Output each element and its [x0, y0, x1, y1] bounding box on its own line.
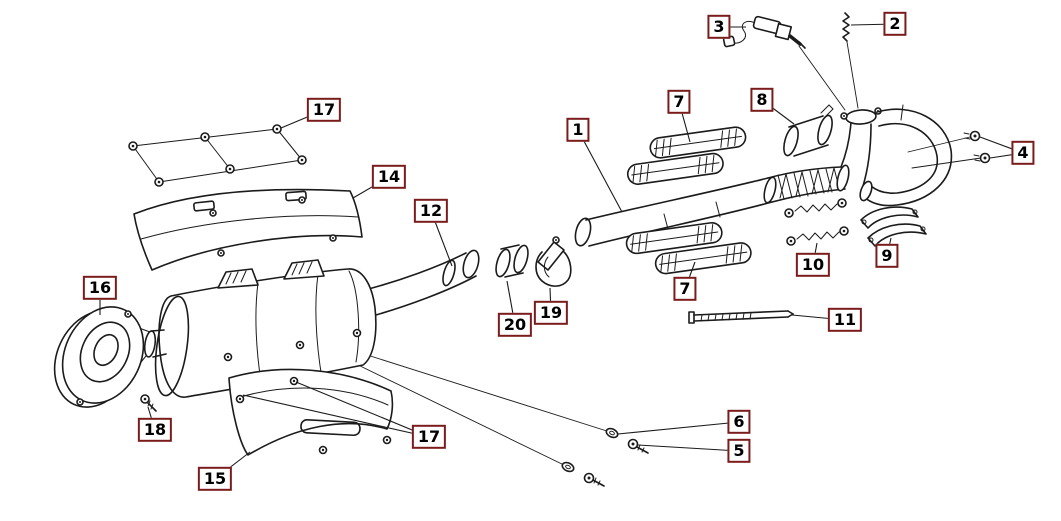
front-pipe-1-drawing — [574, 164, 850, 247]
bolt-18-drawing — [140, 394, 157, 412]
part-callout-12[interactable]: 12 — [413, 198, 449, 224]
part-callout-3[interactable]: 3 — [707, 14, 731, 40]
clamp-8-drawing — [783, 104, 834, 157]
part-callout-16[interactable]: 16 — [82, 275, 118, 301]
part-callout-5[interactable]: 5 — [727, 438, 751, 464]
part-callout-6[interactable]: 6 — [727, 409, 751, 435]
leader-line-callout-1 — [577, 129, 623, 213]
spring-bolts-10-drawing — [784, 198, 849, 246]
part-callout-20[interactable]: 20 — [497, 312, 533, 338]
muffler-inlet-pipe-12-drawing — [360, 249, 480, 318]
heat-shield-14-drawing — [133, 188, 363, 271]
hardware-set-17-top-drawing — [128, 124, 307, 187]
gasket-20-drawing — [495, 244, 529, 278]
part-callout-10[interactable]: 10 — [795, 252, 831, 278]
part-callout-17a[interactable]: 17 — [306, 97, 342, 123]
clamp-9-drawing — [860, 206, 927, 247]
part-callout-18[interactable]: 18 — [137, 417, 173, 443]
part-callout-17b[interactable]: 17 — [411, 424, 447, 450]
heat-shield-15-drawing — [228, 368, 394, 456]
part-callout-2[interactable]: 2 — [883, 11, 907, 37]
part-callout-19[interactable]: 19 — [533, 300, 569, 326]
part-callout-7b[interactable]: 7 — [673, 276, 697, 302]
part-callout-7a[interactable]: 7 — [667, 89, 691, 115]
oxygen-sensor-3-drawing — [722, 15, 806, 49]
flange-bolts-4-drawing — [963, 130, 991, 164]
pipe-shield-7-upper-drawing — [626, 126, 747, 185]
header-pipe-drawing — [840, 104, 953, 207]
part-callout-8[interactable]: 8 — [750, 87, 774, 113]
leader-line-callout-17b — [295, 381, 430, 438]
pipe-shield-7-lower-drawing — [625, 221, 752, 275]
spring-2-drawing — [842, 12, 850, 42]
part-callout-11[interactable]: 11 — [827, 307, 863, 333]
clamp-19-drawing — [535, 236, 572, 287]
attachment-lines — [351, 41, 982, 467]
part-callout-14[interactable]: 14 — [371, 164, 407, 190]
leader-line-callout-6 — [617, 421, 740, 435]
stud-11-drawing — [688, 310, 794, 324]
part-callout-15[interactable]: 15 — [197, 466, 233, 492]
part-callout-9[interactable]: 9 — [875, 243, 899, 269]
leader-line-callout-5 — [637, 444, 740, 452]
bolts-5-6-drawing — [561, 427, 649, 487]
exhaust-tip-16-drawing — [53, 306, 151, 408]
part-callout-1[interactable]: 1 — [566, 117, 590, 143]
leader-line-callout-17b — [242, 394, 430, 438]
part-callout-4[interactable]: 4 — [1011, 140, 1035, 166]
